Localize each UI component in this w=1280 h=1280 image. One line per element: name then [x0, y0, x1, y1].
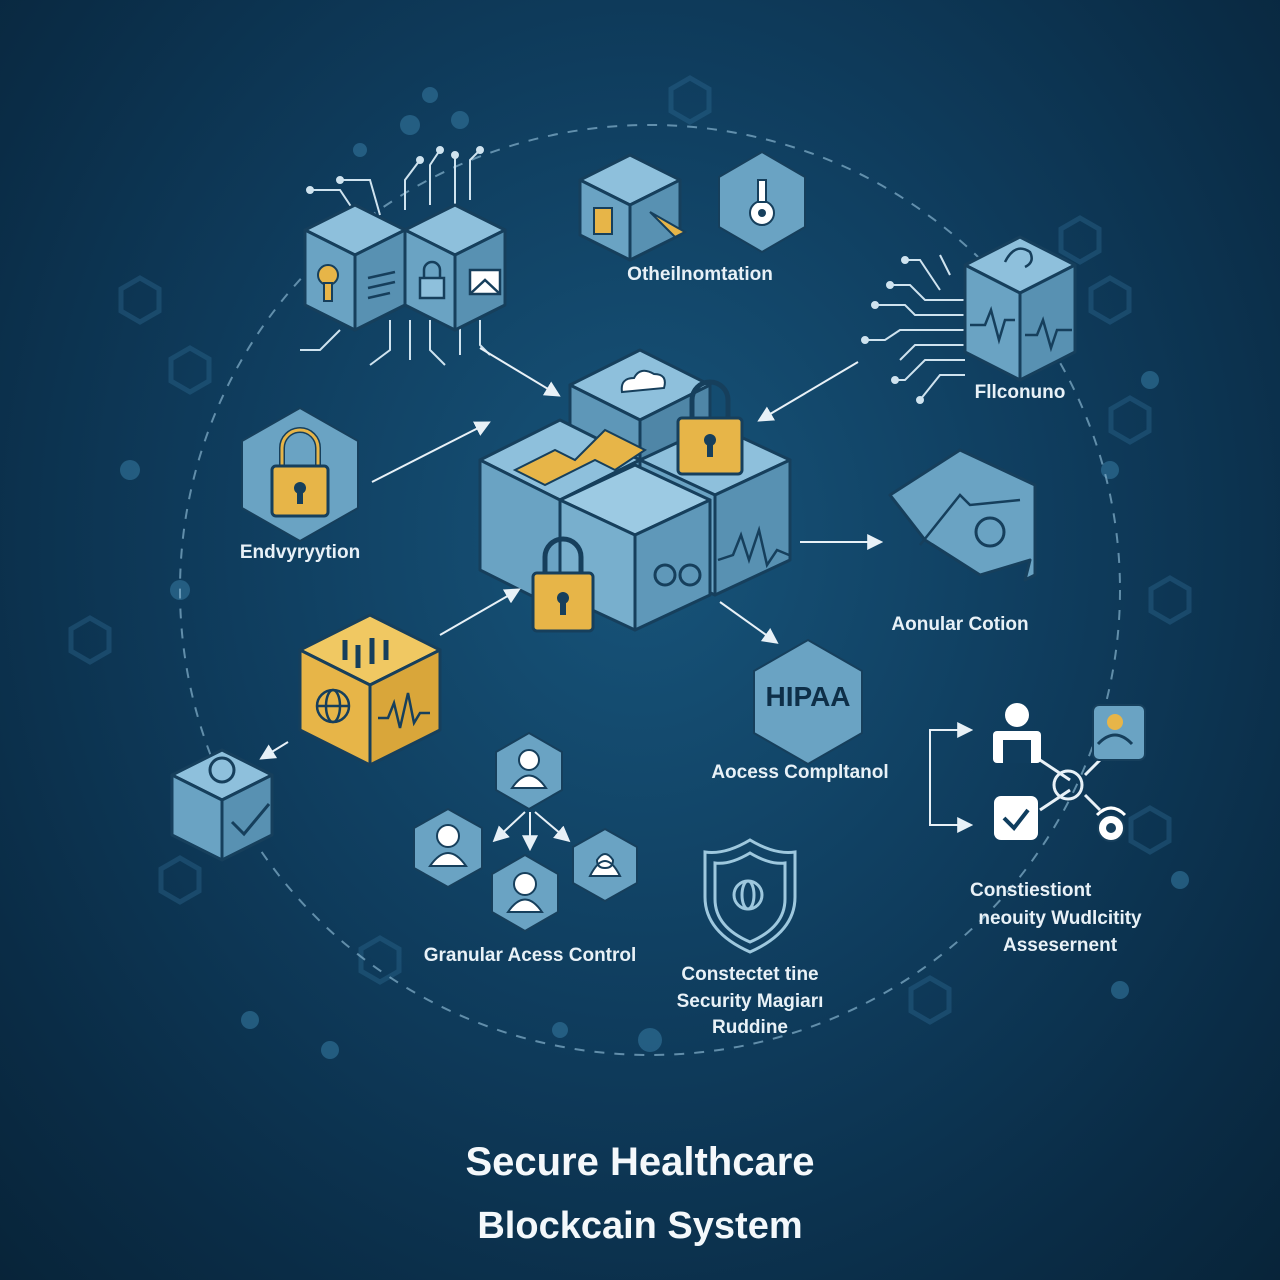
label-bottom-mid: Constectet tine Security Magiarı Ruddine: [640, 962, 860, 1042]
document-icon: [593, 207, 613, 235]
arrow-cursor-icon: [649, 211, 688, 239]
stethoscope-icon: [1003, 247, 1033, 269]
globe-icon: [315, 688, 351, 724]
label-bottom-mid-line2: Security Magiarı: [676, 990, 824, 1012]
user-icon: [428, 749, 548, 913]
doctor-icon: [588, 853, 622, 877]
label-bottom-mid-line3: Ruddine: [712, 1017, 788, 1039]
gold-block-cube: [298, 613, 442, 767]
chain-link-icon: [653, 563, 702, 587]
doctor-badge-icon: [1092, 704, 1146, 761]
checkmark-icon: [230, 803, 271, 837]
page-subtitle: Blockcain System: [477, 1205, 803, 1247]
label-bottom-right-line2: neouity Wudlcitity: [978, 907, 1142, 929]
label-bottom-right-line1: Constiestiont: [970, 880, 1092, 901]
hipaa-hex: [753, 638, 863, 766]
orbit-ring: [179, 124, 1121, 1056]
user-icon: [993, 703, 1041, 763]
envelope-icon: [468, 268, 502, 296]
block-cube: [963, 235, 1077, 382]
hex-lock-node: [241, 406, 359, 543]
block-cube: [170, 748, 274, 862]
label-top-right: Fllconuno: [974, 382, 1066, 403]
hipaa-badge-text: HIPAA: [765, 681, 851, 712]
connector-arrows: [259, 347, 884, 852]
page-title: Secure Healthcare: [465, 1140, 815, 1184]
label-right: Aonular Cotion: [891, 614, 1029, 635]
label-hipaa: Aocess Compltanol: [711, 762, 889, 783]
label-left: Endvyryytion: [239, 542, 361, 563]
payment-icon: [1095, 806, 1127, 842]
heartbeat-icon: [378, 692, 430, 729]
label-bottom-right-line3: Assesernent: [1002, 935, 1118, 957]
document-icon: [367, 270, 396, 300]
hex-link-node: [888, 448, 1037, 582]
tag-icon: [512, 428, 647, 487]
label-top-center: Otheilnomtation: [627, 264, 773, 285]
label-bottom-mid-line1: Constectet tine: [681, 964, 819, 985]
heartbeat-icon: [717, 525, 790, 569]
circuit-lines: [861, 254, 965, 404]
at-icon: [208, 756, 236, 784]
hex-key-node: [718, 150, 806, 254]
heartbeat-icon: [970, 306, 1072, 353]
label-bottom-center: Granular Acess Control: [423, 945, 637, 966]
lock-icon: [418, 260, 446, 300]
label-bottom-right: Constiestiont neouity Wudlcitity Asseser…: [940, 877, 1180, 960]
key-icon: [317, 264, 339, 302]
lock-icon: [676, 379, 744, 476]
checklist-icon: [994, 796, 1038, 840]
circuit-lines: [300, 146, 491, 366]
cloud-icon: [620, 369, 666, 394]
lock-icon: [531, 536, 595, 633]
barcode-icon: [342, 638, 389, 668]
shield-icon: [703, 838, 797, 954]
background-molecules: [71, 78, 1189, 1059]
access-network: [929, 722, 1102, 833]
central-blockchain-cluster: [478, 348, 792, 632]
block-cube-pair: [303, 203, 507, 332]
